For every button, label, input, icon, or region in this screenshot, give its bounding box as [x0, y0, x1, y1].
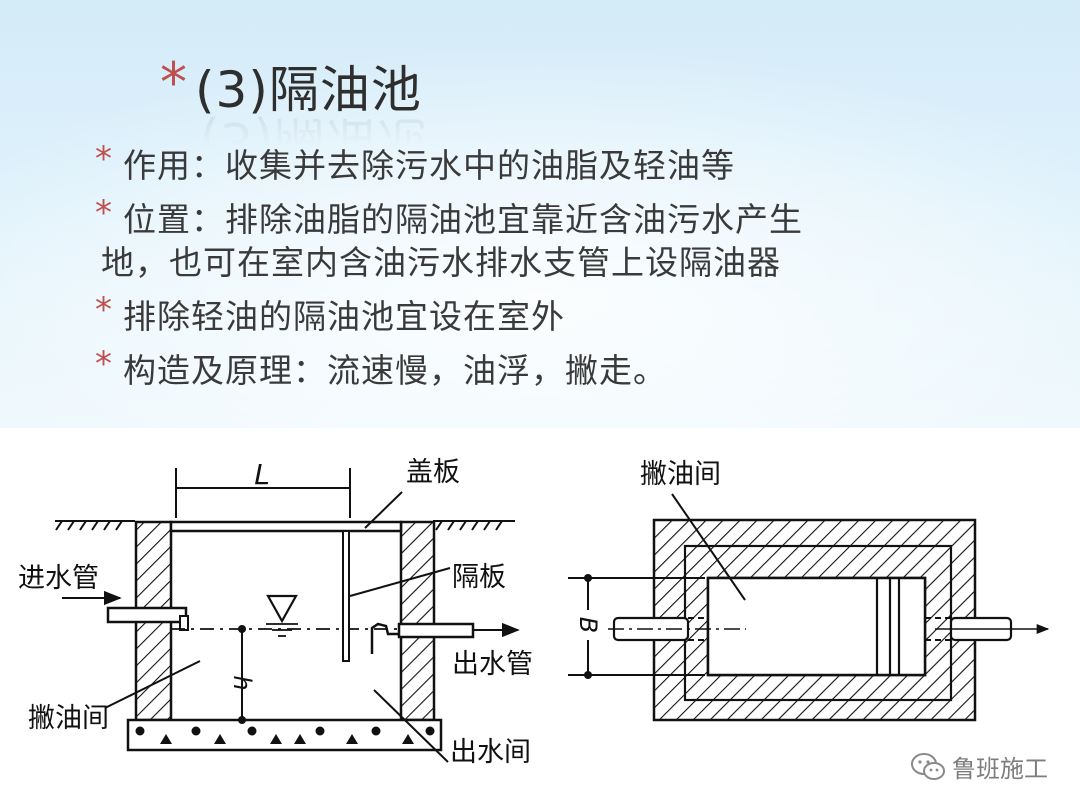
bullet-marker: * — [95, 290, 112, 330]
section-leaders — [104, 491, 451, 763]
plan-inlet-pipe — [608, 616, 746, 642]
outlet-pipe-label: 出水管 — [452, 649, 533, 680]
bullet-item: * 作用：收集并去除污水中的油脂及轻油等 — [95, 139, 1055, 187]
bullet-item: * 构造及原理：流速慢，油浮，撇走。 — [95, 344, 1055, 392]
plan-view: B 撇油间 — [568, 459, 1050, 722]
bullet-marker: * — [95, 139, 112, 179]
bullet-text-line: 地，也可在室内含油污水排水支管上设隔油器 — [101, 243, 781, 282]
base-slab — [126, 718, 443, 752]
skim-chamber-label: 撇油间 — [28, 703, 109, 734]
watermark-text: 鲁班施工 — [952, 755, 1048, 783]
inlet-pipe-label: 进水管 — [18, 563, 99, 594]
dimension-length-label: L — [254, 458, 270, 491]
inlet-pipe — [62, 590, 189, 631]
bullet-text-line: 位置：排除油脂的隔油池宜靠近含油污水产生 — [123, 200, 803, 239]
wechat-icon — [911, 752, 945, 780]
ground-line-left — [55, 520, 135, 531]
baffle-label: 隔板 — [452, 562, 506, 593]
bullet-list: * 作用：收集并去除污水中的油脂及轻油等 * 位置：排除油脂的隔油池宜靠近含油污… — [95, 139, 1055, 403]
bullet-item: * 位置：排除油脂的隔油池宜靠近含油污水产生 地，也可在室内含油污水排水支管上设… — [95, 193, 1055, 284]
baffle-plate — [342, 530, 350, 662]
outlet-pipe — [370, 622, 520, 654]
dimension-width-label: B — [574, 617, 602, 633]
bullet-marker: * — [95, 193, 112, 233]
dimension-height: h — [228, 625, 256, 724]
right-wall — [399, 520, 436, 722]
bullet-marker: * — [95, 344, 112, 384]
watermark: 鲁班施工 — [910, 749, 1048, 784]
plan-skim-leader — [671, 493, 746, 601]
slide-header-area: * (3)隔油池 (3)隔油池 * 作用：收集并去除污水中的油脂及轻油等 * 位… — [0, 0, 1080, 428]
oil-separator-diagram: L — [18, 457, 1050, 768]
ground-line-right — [433, 520, 515, 531]
bullet-text: 排除轻油的隔油池宜设在室外 — [123, 297, 565, 336]
dimension-length: L — [175, 458, 351, 518]
water-surface — [171, 594, 401, 637]
base-slab-aggregate — [135, 726, 435, 744]
cover-plate-label: 盖板 — [406, 457, 460, 488]
dimension-width: B — [568, 574, 705, 679]
section-view: L — [18, 457, 533, 768]
plan-skim-chamber-label: 撇油间 — [640, 459, 721, 490]
plan-chamber — [706, 576, 927, 677]
background-glow — [0, 40, 1080, 428]
cover-plate — [169, 520, 403, 533]
slide-title: (3)隔油池 — [195, 61, 422, 119]
outlet-chamber-label: 出水间 — [450, 737, 531, 768]
plan-outlet-pipe — [925, 616, 1050, 642]
plan-partition — [875, 578, 901, 675]
title-marker: * — [160, 51, 187, 114]
slide-title-row: * (3)隔油池 — [160, 51, 422, 138]
bullet-text: 作用：收集并去除污水中的油脂及轻油等 — [123, 146, 735, 185]
dimension-height-label: h — [228, 675, 256, 690]
bullet-item: * 排除轻油的隔油池宜设在室外 — [95, 290, 1055, 338]
bullet-text: 构造及原理：流速慢，油浮，撇走。 — [123, 351, 667, 390]
bullet-text: 位置：排除油脂的隔油池宜靠近含油污水产生 地，也可在室内含油污水排水支管上设隔油… — [101, 198, 803, 284]
